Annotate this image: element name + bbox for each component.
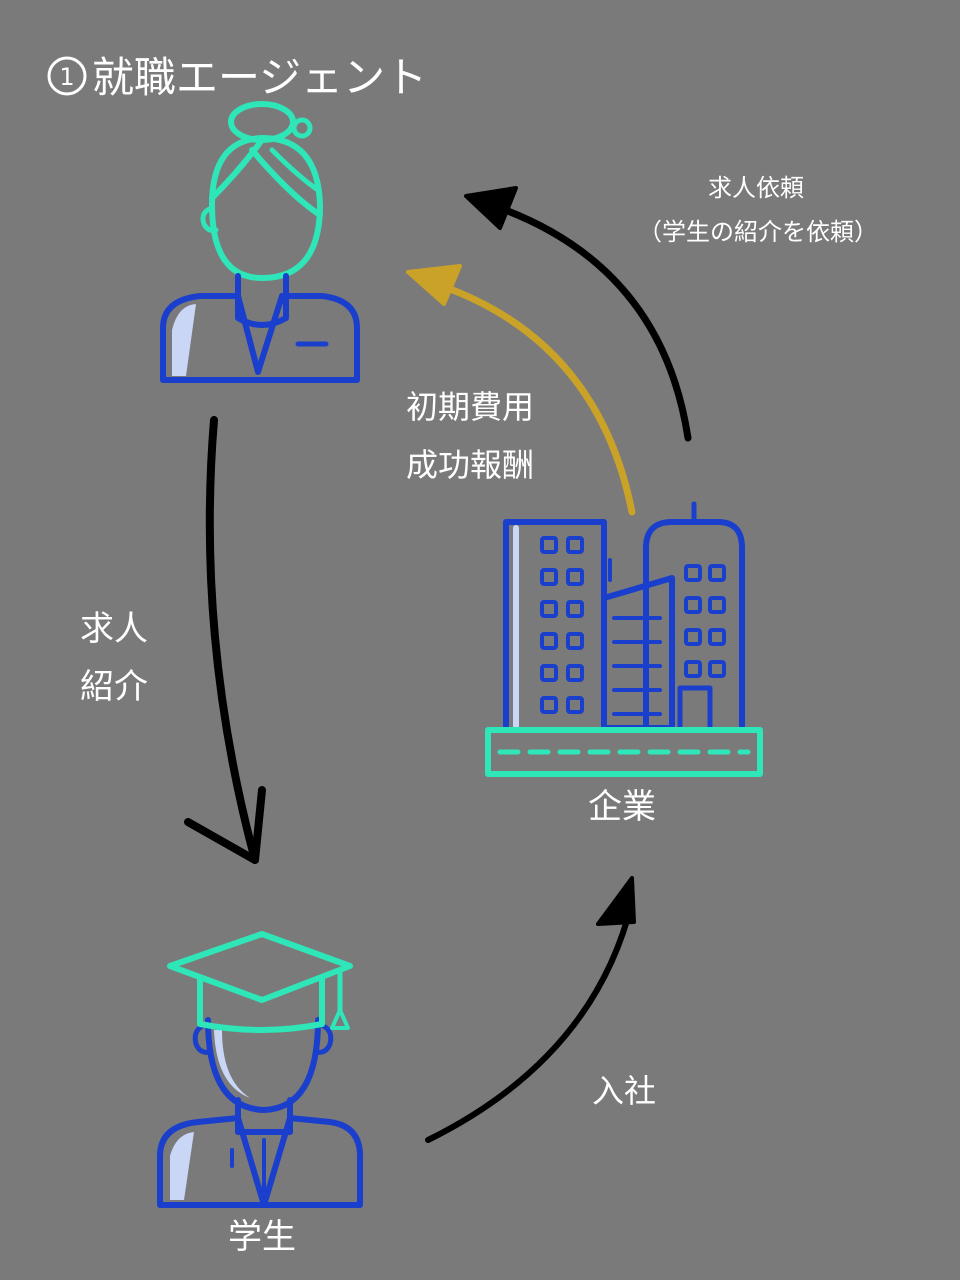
number-circle	[47, 56, 87, 96]
title-number: 1	[59, 63, 74, 91]
building-window	[540, 536, 558, 554]
building-window	[708, 564, 726, 582]
label-fee-line2: 成功報酬	[406, 446, 534, 484]
office-buildings-icon	[485, 501, 763, 777]
label-join-company: 入社	[592, 1072, 656, 1110]
label-request-line1: 求人依頼	[708, 174, 804, 202]
building-window	[566, 568, 584, 586]
label-job-intro-line2: 紹介	[80, 667, 148, 707]
title-text: 就職エージェント	[92, 53, 427, 102]
building-window	[540, 568, 558, 586]
building-window	[540, 632, 558, 650]
graduate-student-icon	[157, 931, 363, 1208]
building-window	[684, 596, 702, 614]
building-window	[566, 536, 584, 554]
building-window	[708, 660, 726, 678]
building-window	[684, 564, 702, 582]
building-window	[540, 696, 558, 714]
building-window	[566, 632, 584, 650]
arrow-agent-to-student	[184, 416, 266, 864]
building-window	[540, 600, 558, 618]
building-window	[708, 596, 726, 614]
building-window	[708, 628, 726, 646]
building-window	[684, 660, 702, 678]
label-company: 企業	[588, 787, 656, 827]
building-window	[566, 696, 584, 714]
building-window	[566, 600, 584, 618]
arrow-company-request	[464, 186, 692, 442]
label-request-line2: （学生の紹介を依頼）	[638, 218, 878, 246]
building-window	[684, 628, 702, 646]
arrow-student-to-company	[425, 876, 636, 1143]
label-job-intro-line1: 求人	[80, 609, 148, 649]
title: 1 就職エージェント	[47, 53, 427, 102]
building-window	[566, 664, 584, 682]
label-fee-line1: 初期費用	[406, 388, 534, 426]
building-window	[540, 664, 558, 682]
label-student: 学生	[228, 1217, 296, 1257]
arrow-company-fee	[406, 264, 636, 516]
agent-woman-icon	[160, 101, 360, 383]
